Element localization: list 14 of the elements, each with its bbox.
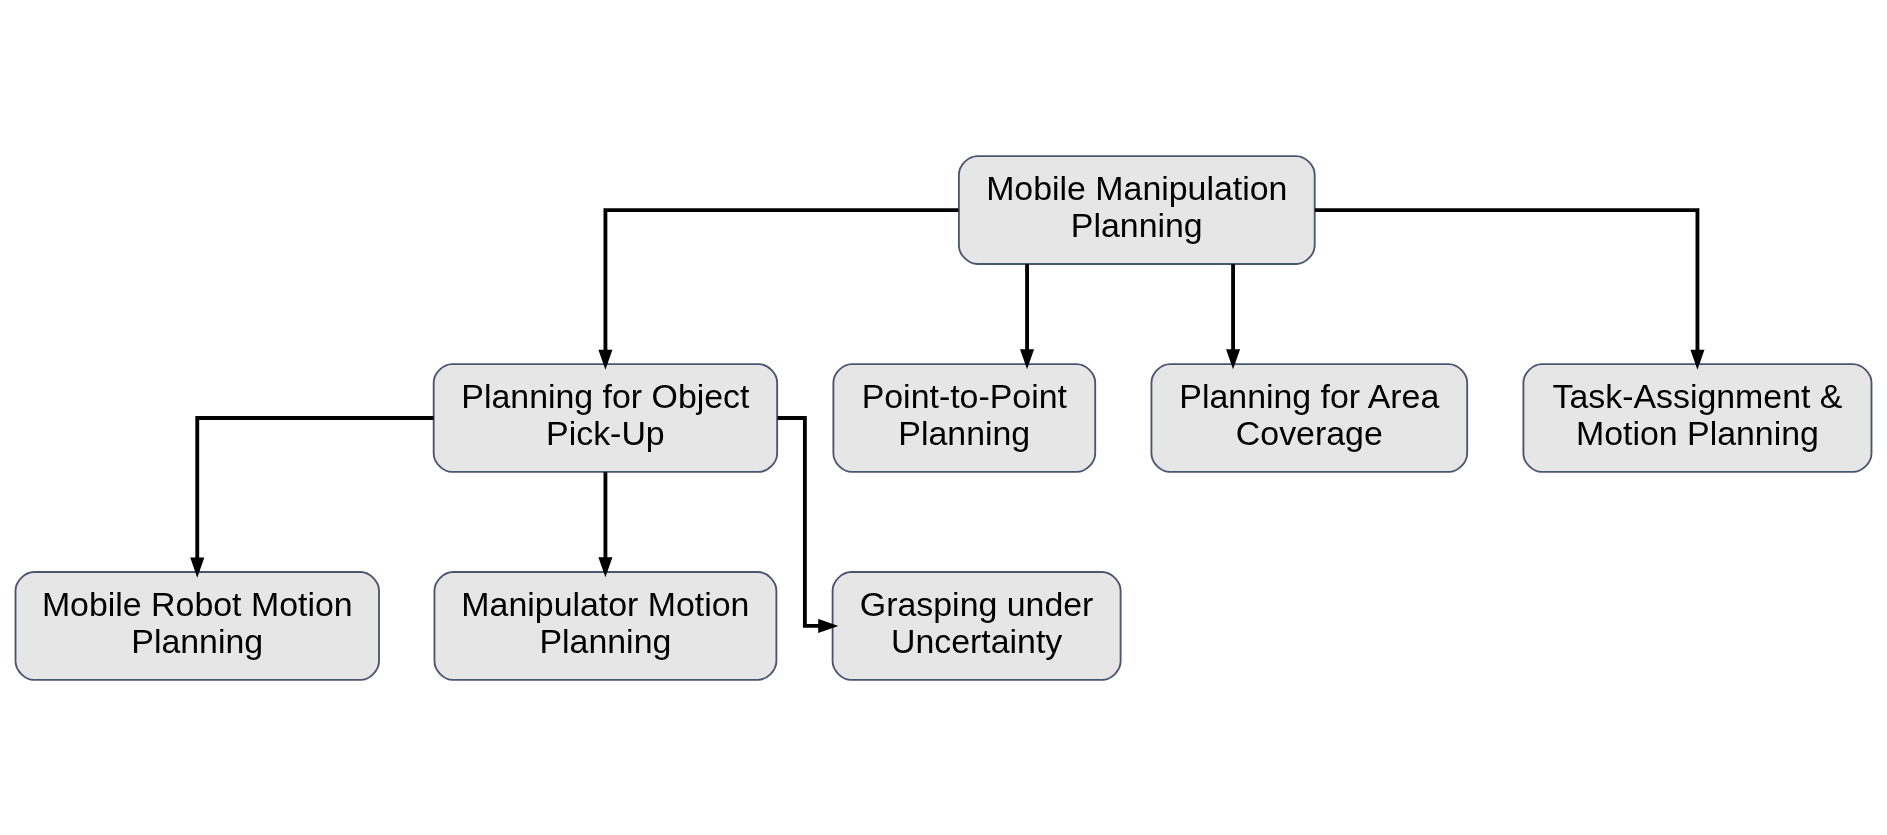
node-box: Mobile Robot Motion Planning	[14, 570, 380, 681]
node-box: Mobile Manipulation Planning	[957, 154, 1316, 265]
node-box: Point-to-Point Planning	[832, 362, 1097, 473]
arrow	[598, 207, 959, 370]
arrow	[190, 415, 434, 578]
arrow	[1020, 263, 1035, 369]
node-box: Manipulator Motion Planning	[433, 570, 778, 681]
node-box: Planning for Object Pick-Up	[432, 362, 779, 473]
arrow	[598, 471, 613, 577]
node-box: Task-Assignment & Motion Planning	[1522, 362, 1873, 473]
node-box: Grasping under Uncertainty	[831, 570, 1122, 681]
arrow	[1314, 207, 1705, 370]
arrow	[1226, 263, 1241, 369]
node-box: Planning for Area Coverage	[1150, 362, 1469, 473]
